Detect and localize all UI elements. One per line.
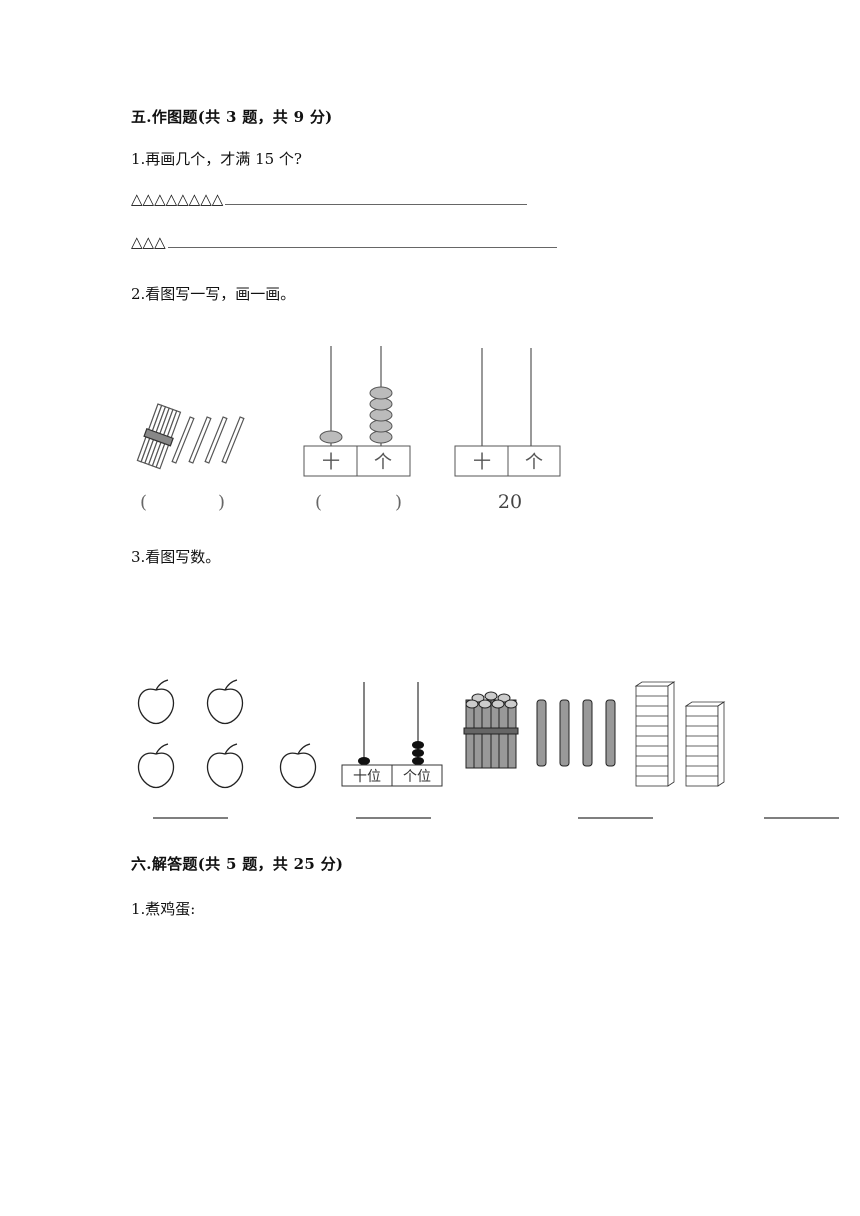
triangle-group: △△△△△△△△ xyxy=(131,190,224,208)
abacus-ones-label: 个位 xyxy=(403,769,431,785)
answer-paren-left: ( xyxy=(315,492,322,513)
answer-line[interactable] xyxy=(167,247,557,248)
apple-icon xyxy=(137,679,317,789)
abacus-tens-label: 十位 xyxy=(353,769,381,785)
block-stack-icon xyxy=(634,681,676,787)
abacus-tens-label: 十 xyxy=(322,452,340,473)
section6-heading: 六.解答题(共 5 题，共 25 分) xyxy=(131,855,344,873)
q2-figure: ( ) 十 个 ( ) 十 个 20 xyxy=(136,346,561,513)
q2-prompt: 2.看图写一写，画一画。 xyxy=(131,285,296,303)
abacus-icon: 十 个 xyxy=(303,346,411,477)
triangle-group: △△△ xyxy=(131,233,166,251)
s6-q1-prompt: 1.煮鸡蛋: xyxy=(131,900,196,918)
block-stack-icon xyxy=(684,701,726,787)
answer-paren-left: ( xyxy=(140,492,147,513)
answer-paren-right: ) xyxy=(218,492,225,513)
q1-prompt: 1.再画几个，才满 15 个? xyxy=(131,150,302,168)
abacus-tens-label: 十 xyxy=(473,452,491,473)
given-number: 20 xyxy=(498,491,522,513)
q3-prompt: 3.看图写数。 xyxy=(131,548,221,566)
empty-abacus-icon[interactable]: 十 个 xyxy=(454,348,561,477)
q3-figure: 十位 个位 xyxy=(137,679,839,819)
section5-heading: 五.作图题(共 3 题，共 9 分) xyxy=(131,108,333,126)
q1-triangle-line-1: △△△△△△△△ xyxy=(131,190,528,208)
abacus-icon: 十位 个位 xyxy=(341,682,443,787)
abacus-ones-label: 个 xyxy=(525,452,543,473)
answer-line[interactable] xyxy=(225,204,528,205)
q1-triangle-line-2: △△△ xyxy=(131,233,557,251)
single-rod-icon xyxy=(536,699,616,767)
stick-bundle-icon xyxy=(136,403,182,470)
rod-bundle-icon xyxy=(463,691,519,769)
answer-paren-right: ) xyxy=(395,492,402,513)
abacus-ones-label: 个 xyxy=(374,452,392,473)
single-stick-icon xyxy=(171,416,245,464)
